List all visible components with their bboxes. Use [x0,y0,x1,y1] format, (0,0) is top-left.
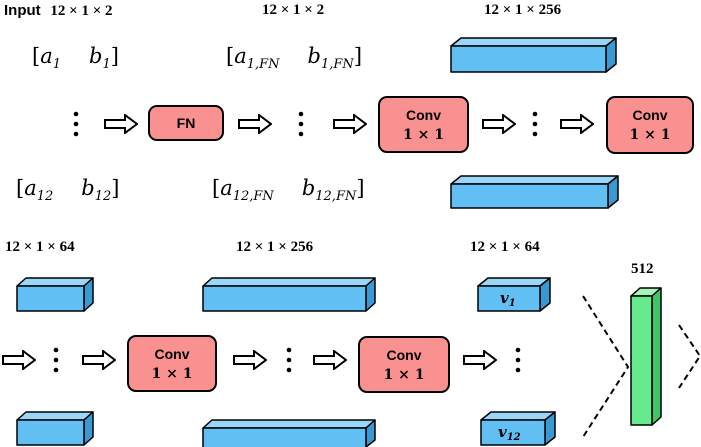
math-sub: 12,FN [232,189,274,204]
math-var: b [301,176,316,200]
input-dims: 12 × 1 × 2 [50,3,113,19]
arrow-icon [560,114,594,134]
vdots-row2-mid [286,347,292,373]
row2-left-dims-label: 12 × 1 × 64 [5,239,75,255]
math-var: a [24,176,37,200]
math-sub: 1 [52,57,62,72]
arrow-icon [313,350,347,370]
math-var: b [307,44,321,68]
vdots-row2-right [515,347,521,373]
vector-block-v12 [480,411,556,446]
math-var: b [81,176,95,200]
v-sub: 1 [508,298,516,309]
math-sub: 12 [36,189,54,204]
math-sub: 1 [102,57,111,72]
arrow-icon [233,350,267,370]
vdots-row2-left [53,347,59,373]
conv-box-title: Conv [386,346,422,363]
arrow-icon [482,114,516,134]
math-var: a [40,44,53,68]
math-var: a [220,176,233,200]
math-sub: 1,FN [321,57,354,72]
conv-box-title: Conv [632,107,668,123]
feature-block-conv1-top [450,37,617,73]
arrow-icon [104,114,138,134]
conv-box-title: Conv [406,106,441,123]
input-word: Input [4,2,41,19]
conv-box-title: Conv [154,345,190,362]
conv-box-1: Conv 1 × 1 [378,96,469,153]
vector-block-v1 [477,277,551,312]
feature-block-row2-mid [202,277,376,312]
vdots-input [73,111,79,137]
conv-box-kernel: 1 × 1 [151,365,193,382]
conv-box-kernel: 1 × 1 [629,127,671,143]
arrow-icon [238,114,272,134]
row2-right-dims-label: 12 × 1 × 64 [470,239,540,255]
v-var: v [498,423,507,441]
v-sub: 12 [506,432,521,443]
math-var: a [234,44,247,68]
conv-box-4: Conv 1 × 1 [358,336,450,393]
arrow-icon [82,350,116,370]
flatten-vector-512 [630,287,662,426]
fn-box-title: FN [176,115,196,131]
conv-box-kernel: 1 × 1 [383,366,425,383]
math-var: b [89,44,103,68]
feature-block-row2-left-top [16,277,94,312]
row2-mid-dims-label: 12 × 1 × 256 [236,239,314,255]
feature-block-row2-left-bottom [16,411,94,446]
math-sub: 12,FN [315,189,357,204]
arrow-icon [333,114,367,134]
vdots-conv1 [532,111,538,137]
math-sub: 12 [94,189,112,204]
flatten-wedge-right [678,324,701,389]
vdots-fn [298,111,304,137]
flatten-wedge-left [582,295,630,438]
conv-box-3: Conv 1 × 1 [127,335,217,392]
arrow-icon [463,350,497,370]
arrow-icon [2,350,36,370]
v-var: v [500,289,509,307]
fn-dims-label: 12 × 1 × 2 [262,2,325,18]
math-sub: 1,FN [246,57,280,72]
v1-label: v1 [500,289,516,309]
conv-box-2: Conv 1 × 1 [606,96,694,154]
feature-block-row2-mid-bottom [202,419,376,447]
input-dims-label: Input 12 × 1 × 2 [4,2,113,20]
conv-box-kernel: 1 × 1 [403,126,444,143]
fn-box: FN [148,105,224,141]
v12-label: v12 [498,423,521,443]
conv1-dims-label: 12 × 1 × 256 [484,2,562,18]
feature-block-conv1-bottom [450,175,619,209]
flatten-dims-label: 512 [631,261,654,277]
